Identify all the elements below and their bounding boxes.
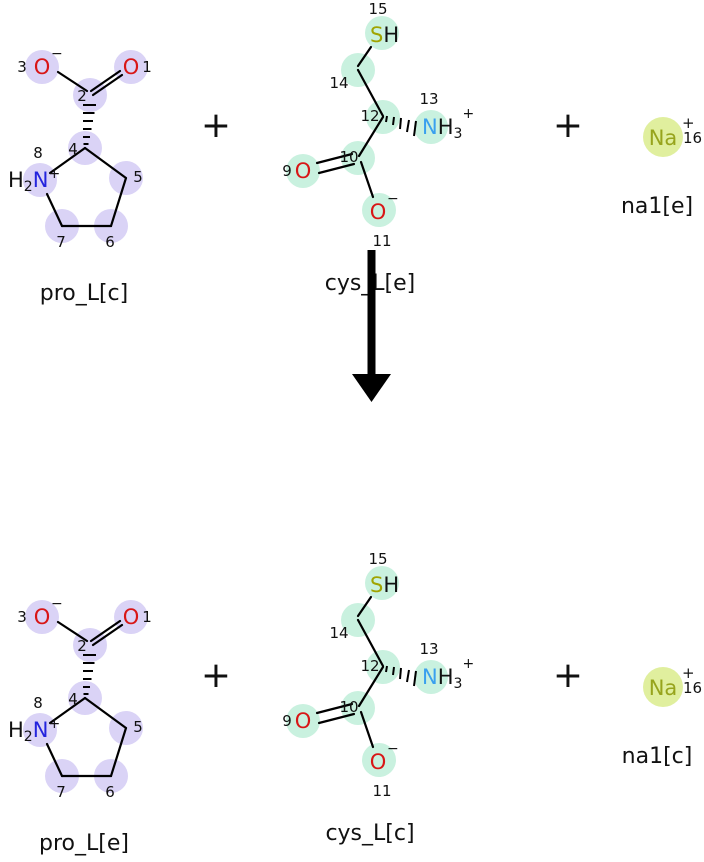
plus-operator: + — [200, 105, 232, 146]
cysteine-molecule — [281, 550, 476, 802]
arrow-head-icon — [352, 374, 391, 402]
plus-operator: + — [200, 655, 232, 696]
product-sodium-label: na1[c] — [621, 744, 693, 769]
reactant-sodium — [643, 114, 703, 157]
product-proline — [6, 594, 153, 803]
plus-operator: + — [552, 655, 584, 696]
reactant-proline — [6, 44, 153, 253]
product-sodium — [643, 664, 703, 707]
reactant-cysteine — [281, 0, 476, 252]
reaction-arrow — [352, 250, 391, 402]
reactant-sodium-label: na1[e] — [620, 194, 694, 219]
proline-molecule — [6, 44, 153, 253]
arrow-shaft — [367, 250, 376, 376]
cysteine-molecule — [281, 0, 476, 252]
proline-molecule — [6, 594, 153, 803]
sodium-molecule — [643, 114, 703, 157]
plus-operator: + — [552, 105, 584, 146]
product-cysteine-label: cys_L[c] — [325, 821, 415, 846]
reactant-proline-label: pro_L[c] — [39, 281, 129, 306]
product-proline-label: pro_L[e] — [39, 831, 129, 856]
sodium-molecule — [643, 664, 703, 707]
product-cysteine — [281, 550, 476, 802]
